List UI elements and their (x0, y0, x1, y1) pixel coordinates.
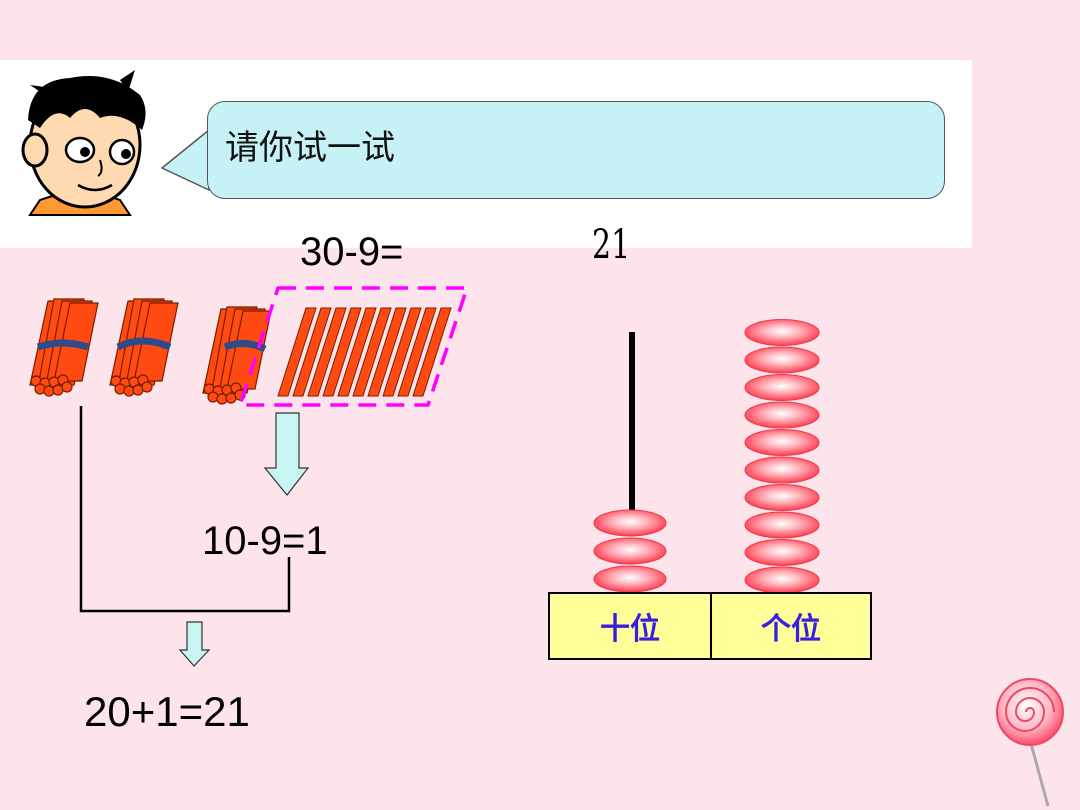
loose-stick (292, 307, 332, 397)
abacus-bead (593, 537, 667, 565)
stick-bundle (109, 298, 179, 397)
ones-beads (744, 319, 820, 594)
speech-text: 请你试一试 (225, 128, 395, 168)
speech-bubble (207, 101, 945, 199)
stick-bundle (202, 306, 272, 405)
main-equation: 30-9= (300, 230, 404, 274)
loose-sticks (277, 307, 452, 397)
abacus-bead (744, 401, 820, 429)
dashed-frame (237, 286, 470, 407)
abacus-bead (744, 346, 820, 374)
step-equation-2: 20+1=21 (84, 688, 250, 735)
loose-stick (397, 307, 437, 397)
abacus-bead (744, 566, 820, 594)
down-arrow (263, 412, 310, 496)
boy-face-icon (21, 70, 146, 216)
loose-stick (412, 307, 452, 397)
stick-bundles (29, 298, 272, 405)
lollipop-icon (996, 678, 1064, 807)
loose-stick (277, 307, 317, 397)
loose-stick (352, 307, 392, 397)
tens-place-label: 十位 (548, 592, 712, 660)
loose-stick (382, 307, 422, 397)
stick-bundle (29, 298, 99, 397)
loose-stick (322, 307, 362, 397)
loose-stick (337, 307, 377, 397)
abacus-bead (744, 319, 820, 346)
connector-line (79, 406, 291, 613)
tens-beads (593, 509, 667, 593)
loose-stick (367, 307, 407, 397)
abacus-bead (593, 509, 667, 537)
abacus-bead (744, 374, 820, 401)
step-equation-1: 10-9=1 (202, 519, 328, 563)
abacus-bead (744, 539, 820, 566)
loose-stick (307, 307, 347, 397)
abacus-bead (744, 456, 820, 484)
abacus-bead (744, 484, 820, 511)
answer-text: 21 (592, 222, 631, 268)
abacus-bead (593, 565, 667, 593)
down-arrow (178, 621, 211, 667)
abacus-bead (744, 429, 820, 456)
bubble-tail (160, 128, 210, 192)
abacus-bead (744, 511, 820, 539)
ones-place-label: 个位 (710, 592, 872, 660)
